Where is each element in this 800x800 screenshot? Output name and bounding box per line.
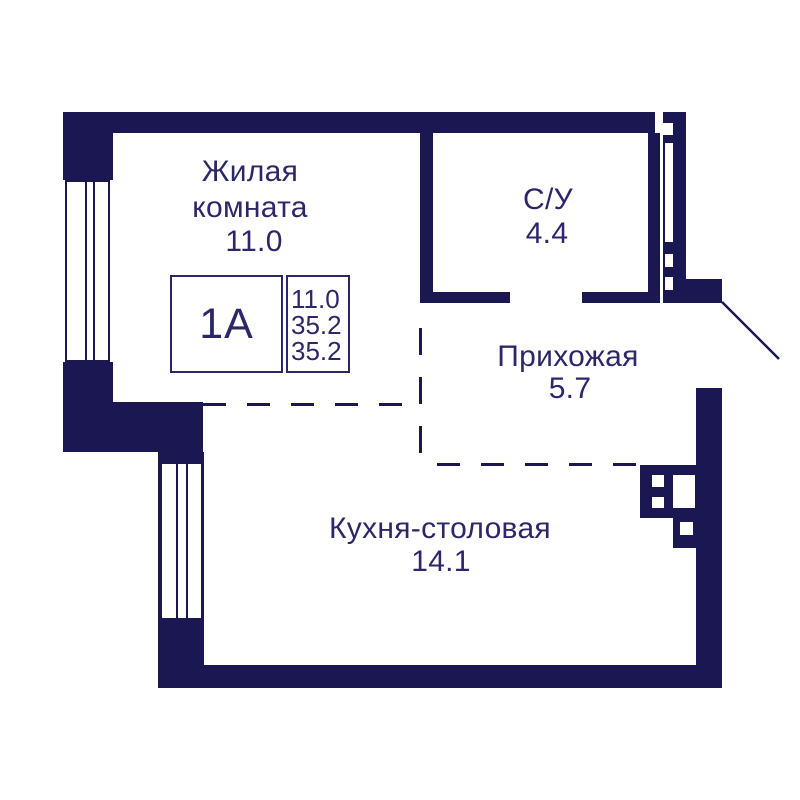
vent-shaft-cell-2 — [665, 277, 673, 290]
vent-shaft-notch — [663, 123, 673, 135]
window-kitchen — [160, 462, 203, 620]
room-label-living: Жилая комната — [192, 155, 308, 224]
wall-top — [63, 112, 655, 133]
room-area-living: 11.0 — [225, 225, 283, 258]
room-area-hallway: 5.7 — [548, 372, 592, 405]
room-label-bathroom: С/У — [523, 183, 573, 216]
duct-shaft-cell-2 — [652, 497, 664, 508]
vent-shaft-slot — [665, 143, 673, 242]
room-label-hallway: Прихожая — [497, 340, 639, 373]
room-label-kitchen: Кухня-столовая — [329, 512, 551, 545]
wall-bottom — [158, 665, 722, 688]
vent-shaft-cell-1 — [665, 254, 673, 267]
wall-left-step — [63, 402, 203, 452]
room-area-kitchen: 14.1 — [411, 545, 471, 578]
window-kitchen-mullion-1 — [176, 462, 178, 620]
wall-left-lower — [63, 362, 113, 402]
wall-bathroom-right — [648, 133, 660, 292]
room-area-bathroom: 4.4 — [525, 217, 569, 250]
unit-type-cell: 1А — [170, 275, 283, 373]
unit-total-area: 35.2 — [291, 310, 342, 340]
window-living-mullion-2 — [93, 180, 95, 362]
wall-bathroom-bottom-right — [582, 292, 660, 303]
unit-living-area: 11.0 — [291, 284, 340, 314]
window-living-mullion-1 — [85, 180, 87, 362]
unit-areas-cell: 11.0 35.2 35.2 — [286, 275, 350, 373]
window-kitchen-mullion-2 — [186, 462, 188, 620]
window-living — [65, 180, 110, 362]
duct-shaft-cell-1 — [652, 475, 664, 487]
entry-wall-bar — [686, 279, 722, 303]
unit-type-label: 1А — [199, 299, 254, 348]
wall-bathroom-bottom-left — [420, 292, 510, 303]
wall-left-upper — [63, 133, 113, 180]
duct-shaft-cell-3 — [673, 475, 695, 508]
unit-sale-area: 35.2 — [291, 336, 342, 366]
duct-shaft-cell-4 — [680, 522, 693, 535]
entrance-door-swing — [721, 301, 780, 360]
wall-bathroom-left — [420, 133, 433, 303]
